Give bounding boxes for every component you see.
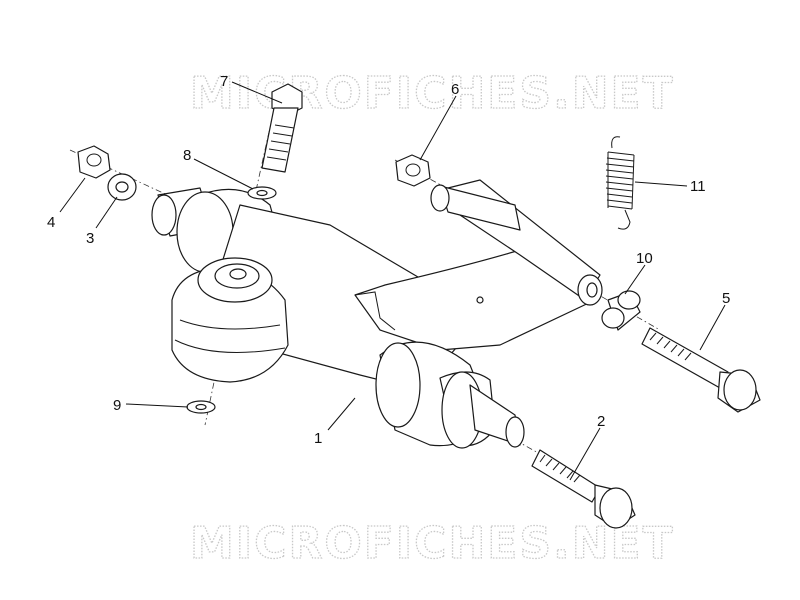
- watermark-bottom: MICROFICHES.NET: [190, 518, 675, 569]
- bolt-part-5: [641, 327, 761, 413]
- callout-1: 1: [314, 430, 322, 447]
- callout-labels: 1 2 3 4 5 6 7 8 9 10 11: [47, 73, 730, 447]
- washer-part-3: [107, 173, 137, 201]
- callout-6: 6: [451, 81, 459, 98]
- bolt-part-2: [531, 449, 636, 529]
- callout-10: 10: [636, 250, 653, 267]
- washer-part-8: [247, 186, 277, 200]
- nut-part-4: [77, 145, 111, 179]
- callout-5: 5: [722, 290, 730, 307]
- nut-part-6: [395, 154, 431, 187]
- callout-8: 8: [183, 147, 191, 164]
- callout-2: 2: [597, 413, 605, 430]
- washer-part-9: [186, 400, 216, 414]
- callout-11: 11: [690, 178, 706, 195]
- watermark-top: MICROFICHES.NET: [190, 68, 675, 119]
- callout-7: 7: [220, 73, 228, 90]
- callout-9: 9: [113, 397, 121, 414]
- bushing-part-10: [601, 290, 641, 331]
- swing-arm-part-1: [151, 179, 603, 449]
- callout-3: 3: [86, 230, 94, 247]
- leader-lines: [59, 81, 726, 481]
- bolt-part-7: [261, 83, 303, 173]
- spring-part-11: [605, 136, 635, 230]
- callout-4: 4: [47, 214, 55, 231]
